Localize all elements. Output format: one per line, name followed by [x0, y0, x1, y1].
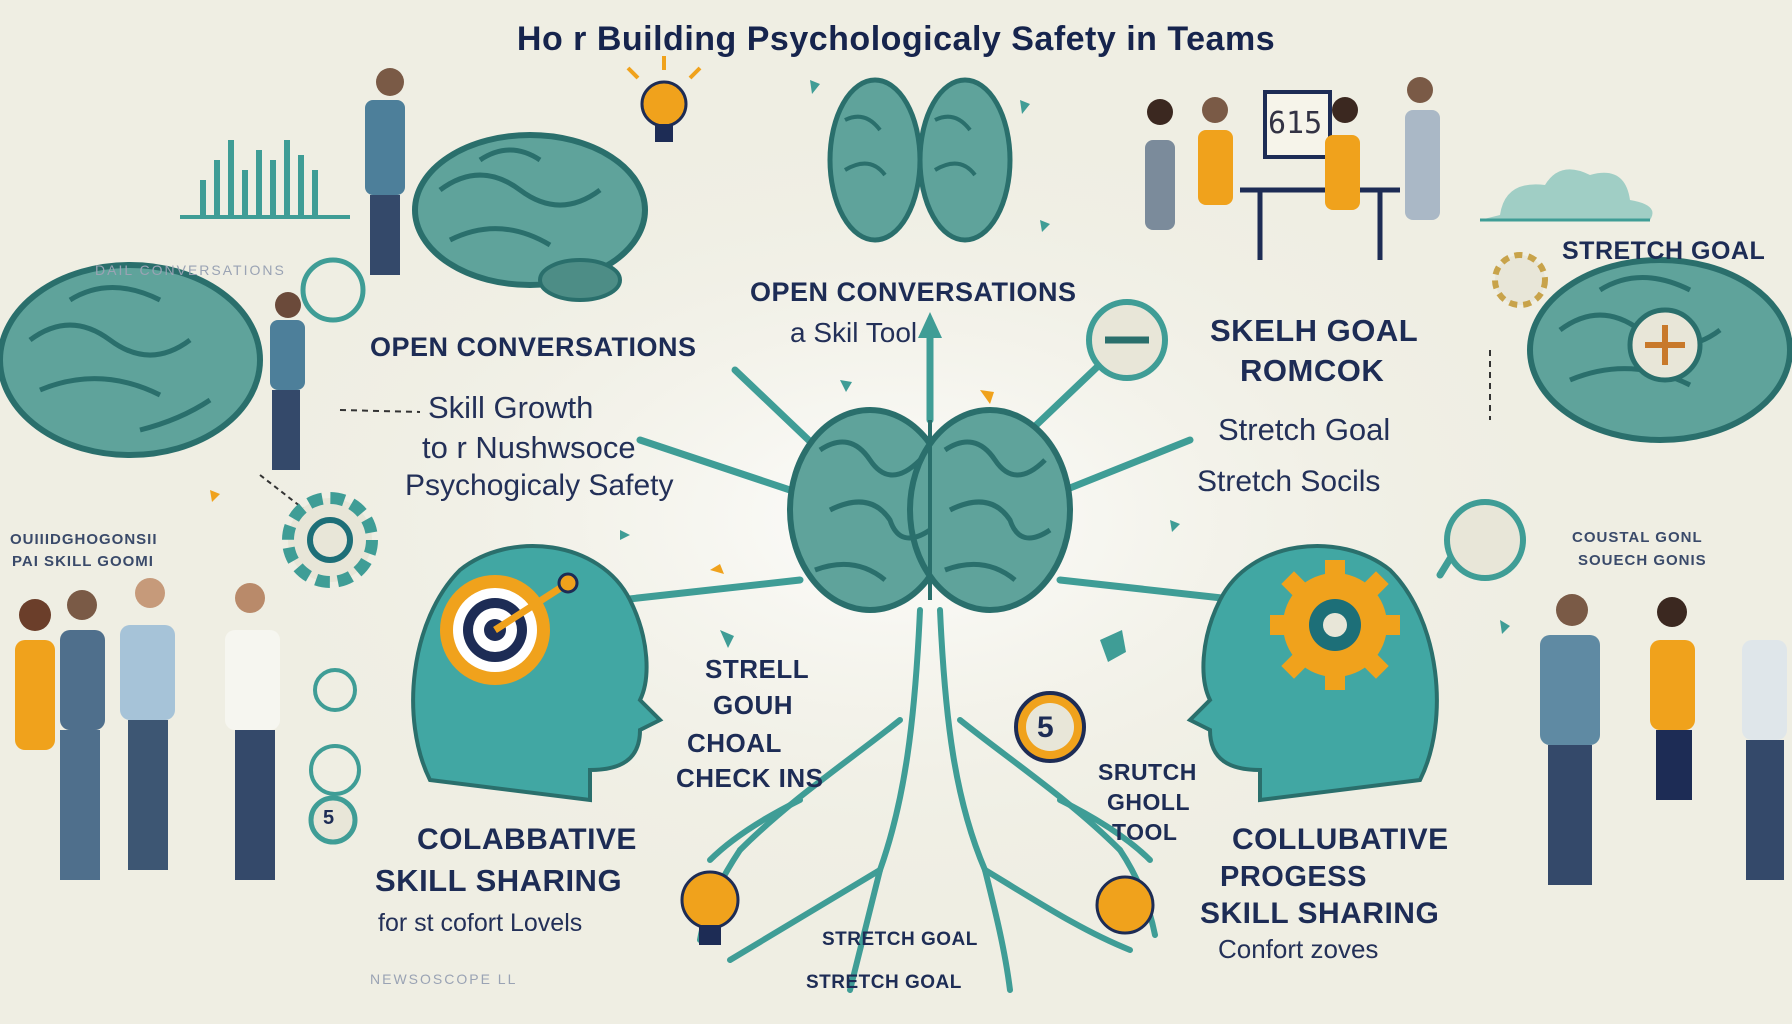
confetti-decor: [210, 80, 1510, 662]
label-check-ins: CHECK INS: [676, 763, 824, 793]
label-goal-right-1: COUSTAL GONL: [1572, 529, 1703, 546]
label-collaborative-left: COLABBATIVE: [417, 823, 637, 856]
label-stretch-socils: Stretch Socils: [1197, 465, 1381, 498]
label-gouh: GOUH: [713, 690, 793, 720]
label-strell: STRELL: [705, 654, 810, 684]
label-stretch-goal-bottom-1: STRETCH GOAL: [822, 929, 978, 950]
target-icon: [440, 572, 579, 685]
people-top: [270, 68, 1440, 470]
number-badge-label: 5: [1037, 711, 1055, 744]
head-with-target-icon: [411, 544, 664, 803]
label-tool: TOOL: [1112, 819, 1178, 845]
label-skill-growth: Skill Growth: [428, 390, 594, 425]
puzzle-icon: [1444, 499, 1526, 581]
label-goal-left-2: PAI SKILL GOOMI: [12, 553, 154, 570]
lightbulb-icon-bottom-right: [1095, 875, 1155, 935]
label-open-conversations-center: OPEN CONVERSATIONS: [750, 277, 1077, 307]
lightbulb-icon: [626, 56, 702, 142]
central-brain-icon: [787, 407, 1073, 613]
label-gholl: GHOLL: [1107, 789, 1190, 815]
page-title: Ho r Building Psychologicaly Safety in T…: [516, 20, 1276, 58]
label-skill-sharing-left: SKILL SHARING: [375, 863, 623, 898]
whiteboard-icon: [1240, 90, 1400, 260]
label-sructch: SRUTCH: [1098, 759, 1197, 785]
arrow-up-icon: [918, 312, 942, 338]
clock-icon: [309, 744, 361, 796]
people-group-left: [15, 578, 280, 880]
label-skill-tool: a Skil Tool: [790, 317, 918, 348]
label-open-conversations-left: OPEN CONVERSATIONS: [370, 332, 697, 362]
brain-icon-top: [827, 77, 1013, 243]
gear-icon-right: [1492, 252, 1548, 308]
label-psychological-safety: Psychogicaly Safety: [405, 469, 674, 502]
whiteboard-sign: 615: [1268, 106, 1323, 141]
lightbulb-icon-bottom-left: [680, 870, 740, 945]
label-faint-left: DAIL CONVERSATIONS: [95, 262, 286, 278]
number-badge-small-label: 5: [323, 807, 335, 829]
label-skelh-goal: SKELH GOAL: [1210, 313, 1419, 348]
gear-icon-left: [282, 492, 378, 588]
cloud-icon: [1480, 169, 1653, 222]
label-stretch-goal-right: Stretch Goal: [1218, 412, 1391, 447]
label-choal: CHOAL: [687, 728, 782, 758]
label-collaborative-right: COLLUBATIVE: [1232, 823, 1449, 856]
label-nushwsoce: to r Nushwsoce: [422, 430, 636, 465]
badge-icon: [300, 257, 366, 323]
brain-icon-right: [1527, 257, 1792, 443]
brain-icon-left: [0, 262, 263, 458]
label-comfort-levels: for st cofort Lovels: [378, 909, 583, 937]
label-romcok: ROMCOK: [1240, 353, 1385, 388]
label-goal-left-1: OUIIIDGHOGONSII: [10, 531, 158, 548]
bar-chart-icon: [180, 140, 350, 219]
label-faint-bottom: NEWSOSCOPE LL: [370, 971, 518, 987]
people-group-right: [1540, 594, 1787, 885]
label-stretch-goal-top-right: STRETCH GOAL: [1562, 237, 1766, 265]
label-skill-sharing-right: SKILL SHARING: [1200, 897, 1440, 930]
label-stretch-goal-bottom-2: STRETCH GOAL: [806, 972, 962, 993]
gear-icon: [1270, 560, 1400, 690]
brain-icon-upper-left: [412, 132, 648, 302]
label-progress: PROGESS: [1220, 861, 1367, 893]
label-goal-right-2: SOUECH GONIS: [1578, 552, 1707, 569]
label-comfort-zones: Confort zoves: [1218, 934, 1379, 964]
head-with-gear-icon: [1186, 544, 1439, 803]
